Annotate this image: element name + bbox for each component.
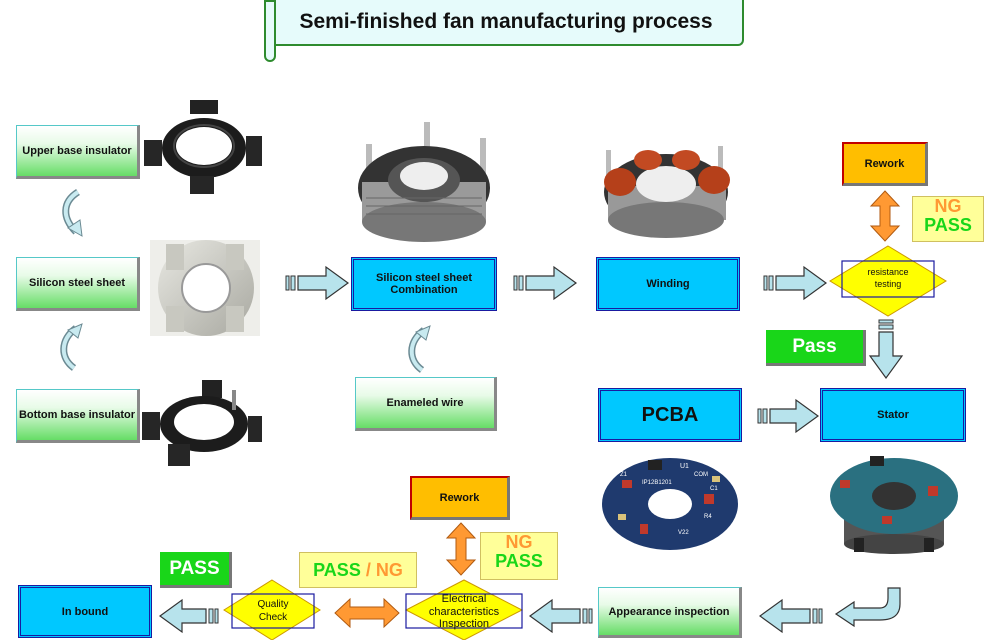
upper-base-insulator-label: Upper base insulator: [22, 145, 132, 157]
pcba-image: U1 COM Z1 IP12B1201 V22 R4 C1: [602, 458, 738, 550]
winding-image: [604, 146, 730, 238]
enameled-wire-label: Enameled wire: [386, 397, 464, 409]
flow-arrow-icon: [285, 265, 350, 301]
flow-arrow-left-icon: [528, 598, 593, 634]
steel-combination-label: Silicon steel sheet Combination: [376, 272, 472, 296]
appearance-inspection-label: Appearance inspection: [608, 605, 730, 618]
pcb-v22-text: V22: [678, 530, 689, 536]
resistance-testing-label: resistance testing: [842, 260, 934, 296]
steel-combination-box: Silicon steel sheet Combination: [351, 257, 497, 311]
pass-ng-label: PASS / NG: [299, 552, 417, 588]
resistance-testing-diamond: [829, 245, 947, 317]
quality-check-label: Quality Check: [232, 594, 314, 628]
pass-ng-ng-text: NG: [375, 559, 403, 580]
down-arrow-icon: [868, 319, 904, 380]
electrical-inspection-label: Electrical characteristics Inspection: [404, 586, 524, 638]
pcba-label: PCBA: [641, 403, 699, 426]
steel-combination-image: [358, 122, 490, 242]
ng-text: NG: [934, 196, 962, 216]
quality-text: Quality: [257, 598, 289, 610]
pass-badge: Pass: [766, 330, 866, 366]
bottom-base-insulator-box: Bottom base insulator: [16, 389, 140, 443]
electrical-text: Electrical: [441, 593, 487, 606]
rework-bottom-box: Rework: [410, 476, 510, 520]
pass-badge-text: Pass: [792, 335, 837, 357]
pass-ng-separator: /: [360, 559, 376, 580]
rework-bottom-label: Rework: [439, 491, 480, 504]
enameled-wire-box: Enameled wire: [355, 377, 497, 431]
upper-base-insulator-box: Upper base insulator: [16, 125, 140, 179]
flow-arrow-icon: [757, 398, 820, 434]
curved-arrow-icon: [408, 325, 431, 373]
curved-arrow-icon: [62, 189, 83, 237]
bottom-base-insulator-label: Bottom base insulator: [18, 409, 136, 421]
pcba-box: PCBA: [598, 388, 742, 442]
resistance-text: resistance: [867, 266, 909, 277]
pcb-r4-text: R4: [704, 514, 712, 520]
page-title: Semi-finished fan manufacturing process: [264, 0, 744, 62]
flow-arrow-left-icon: [758, 598, 823, 634]
pass-badge-bottom-text: PASS: [169, 557, 220, 579]
flow-arrow-icon: [763, 265, 828, 301]
curved-arrow-icon: [60, 323, 83, 371]
double-arrow-icon: [869, 190, 901, 242]
ng-pass-label-top: NG PASS: [912, 196, 984, 242]
ng-text-bottom: NG: [505, 532, 533, 552]
flow-arrow-icon: [513, 265, 578, 301]
in-bound-label: In bound: [61, 605, 109, 618]
inspection-text: Inspection: [438, 618, 490, 631]
stator-label: Stator: [877, 409, 909, 421]
pcb-c1-text: C1: [710, 486, 718, 492]
pass-badge-bottom: PASS: [160, 552, 232, 588]
bottom-base-insulator-image: [142, 380, 262, 466]
upper-base-insulator-image: [144, 100, 262, 194]
quality-check-diamond: [223, 579, 321, 640]
rework-top-box: Rework: [842, 142, 928, 186]
characteristics-text: characteristics: [428, 605, 500, 618]
rework-top-label: Rework: [864, 157, 905, 170]
winding-box: Winding: [596, 257, 740, 311]
pcb-z1-text: Z1: [620, 472, 628, 478]
in-bound-box: In bound: [18, 585, 152, 638]
flow-arrow-left-icon: [158, 598, 219, 634]
electrical-inspection-diamond: [404, 579, 524, 640]
pass-text-bottom: PASS: [495, 550, 543, 571]
silicon-steel-sheet-box: Silicon steel sheet: [16, 257, 140, 311]
testing-text: testing: [874, 279, 902, 289]
double-arrow-horizontal-icon: [334, 597, 400, 629]
appearance-inspection-box: Appearance inspection: [598, 587, 742, 638]
check-text: Check: [258, 612, 288, 623]
pass-text: PASS: [924, 214, 972, 235]
winding-label: Winding: [646, 278, 690, 290]
ng-pass-label-bottom: NG PASS: [480, 532, 558, 580]
double-arrow-icon: [445, 522, 477, 576]
pass-ng-pass-text: PASS: [313, 559, 361, 580]
pcb-com-text: COM: [694, 472, 708, 478]
silicon-steel-sheet-image: [150, 240, 260, 336]
stator-image: [830, 456, 958, 554]
silicon-steel-sheet-label: Silicon steel sheet: [29, 277, 125, 289]
pcb-u1-text: U1: [680, 463, 689, 470]
title-text: Semi-finished fan manufacturing process: [299, 10, 713, 33]
stator-box: Stator: [820, 388, 966, 442]
curved-arrow-icon: [834, 587, 901, 628]
pcb-code-text: IP12B1201: [642, 480, 672, 486]
